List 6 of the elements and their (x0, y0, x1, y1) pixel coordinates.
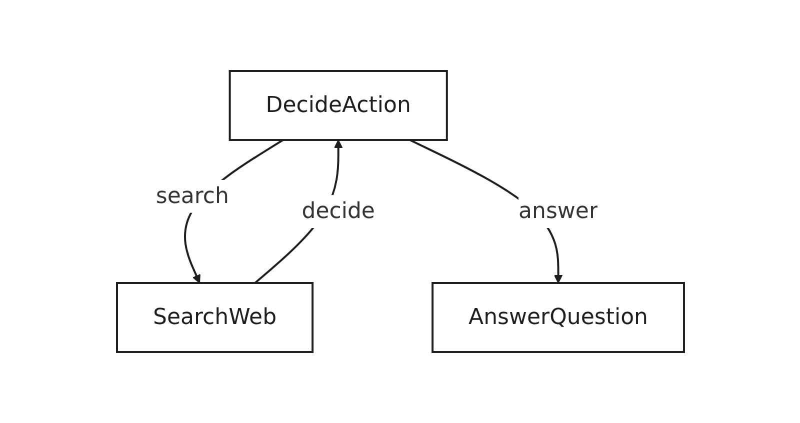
node-box: AnswerQuestion (431, 282, 684, 353)
edge-label: decide (301, 199, 374, 224)
edge-label: search (155, 184, 228, 209)
node-box: DecideAction (228, 70, 448, 141)
edge-label: answer (518, 199, 598, 224)
node-box: SearchWeb (116, 282, 314, 353)
